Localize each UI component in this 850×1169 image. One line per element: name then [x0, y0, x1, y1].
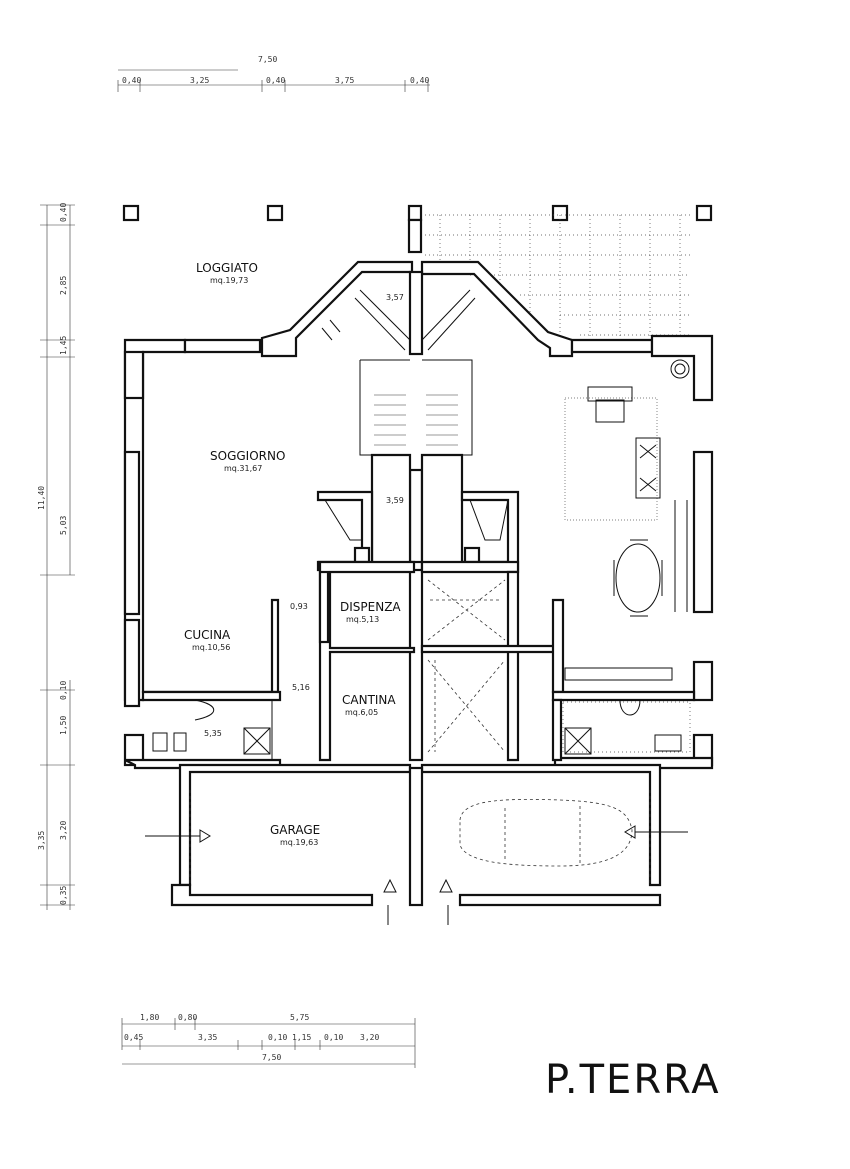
left-dim-garage-3: 0,35 [59, 886, 68, 905]
entrance-arrows [145, 319, 688, 925]
left-dim-3: 1,45 [59, 336, 68, 355]
door-height-dispenza: 0,93 [290, 602, 308, 611]
room-area-cantina: mq.6,05 [345, 708, 378, 717]
door-height-cantina: 5,16 [292, 683, 310, 692]
bottom-dim-r2-4: 1,15 [292, 1033, 311, 1042]
top-dim-1: 0,40 [122, 76, 141, 85]
bottom-dim-r1-2: 0,80 [178, 1013, 197, 1022]
left-dim-garage-2: 3,20 [59, 821, 68, 840]
car-outline [459, 798, 633, 867]
bottom-total-dim: 7,50 [262, 1053, 281, 1062]
bottom-dim-r2-3: 0,10 [268, 1033, 287, 1042]
top-dim-5: 0,40 [410, 76, 429, 85]
bath-fixtures [152, 699, 691, 755]
loggia-pillars [122, 204, 713, 222]
plan-title: P.TERRA [545, 1057, 721, 1103]
room-area-dispenza: mq.5,13 [346, 615, 379, 624]
kitchen-layout [564, 359, 690, 681]
bottom-dim-r2-2: 3,35 [198, 1033, 217, 1042]
left-dim-5: 1,50 [59, 716, 68, 735]
room-name-loggiato: LOGGIATO [196, 261, 258, 275]
left-dim-1: 0,40 [59, 203, 68, 222]
left-dim-garage-1: 3,35 [37, 831, 46, 850]
exterior-walls [123, 218, 714, 770]
room-area-loggiato: mq.19,73 [210, 276, 248, 285]
garage-walls [170, 763, 662, 907]
room-name-cucina: CUCINA [184, 628, 231, 642]
patio-paving [425, 214, 690, 340]
bottom-dim-r2-1: 0,45 [124, 1033, 143, 1042]
top-dim-4: 3,75 [335, 76, 354, 85]
room-name-cantina: CANTINA [342, 693, 396, 707]
bottom-dim-r2-5: 0,10 [324, 1033, 343, 1042]
area-stair-lower: 3,59 [386, 496, 404, 505]
bottom-dimension-chain: 1,80 0,80 5,75 0,45 3,35 0,10 1,15 0,10 … [121, 1013, 416, 1068]
room-name-garage: GARAGE [270, 823, 320, 837]
room-area-garage: mq.19,63 [280, 838, 318, 847]
top-dimension-chain: 7,50 0,40 3,25 0,40 3,75 0,40 [117, 55, 430, 92]
area-stair-landing: 3,57 [386, 293, 404, 302]
storage-hatching [427, 579, 506, 753]
top-dim-3: 0,40 [266, 76, 285, 85]
left-dimension-chain: 0,40 2,85 1,45 11,40 5,03 0,10 1,50 3,35… [37, 203, 75, 910]
interior-walls [141, 289, 696, 762]
left-dim-middle: 5,03 [59, 516, 68, 535]
room-name-dispenza: DISPENZA [340, 600, 401, 614]
room-area-cucina: mq.10,56 [192, 643, 230, 652]
top-dim-2: 3,25 [190, 76, 209, 85]
bottom-dim-r1-3: 5,75 [290, 1013, 309, 1022]
area-bath: 5,35 [204, 729, 222, 738]
bottom-dim-r1-1: 1,80 [140, 1013, 159, 1022]
left-dim-4: 0,10 [59, 681, 68, 700]
bottom-dim-r2-6: 3,20 [360, 1033, 379, 1042]
left-total-dim: 11,40 [37, 486, 46, 510]
room-labels: LOGGIATO mq.19,73 SOGGIORNO mq.31,67 CUC… [184, 261, 404, 847]
room-area-soggiorno: mq.31,67 [224, 464, 262, 473]
left-dim-2: 2,85 [59, 276, 68, 295]
top-total-dim: 7,50 [258, 55, 277, 64]
room-name-soggiorno: SOGGIORNO [210, 449, 285, 463]
